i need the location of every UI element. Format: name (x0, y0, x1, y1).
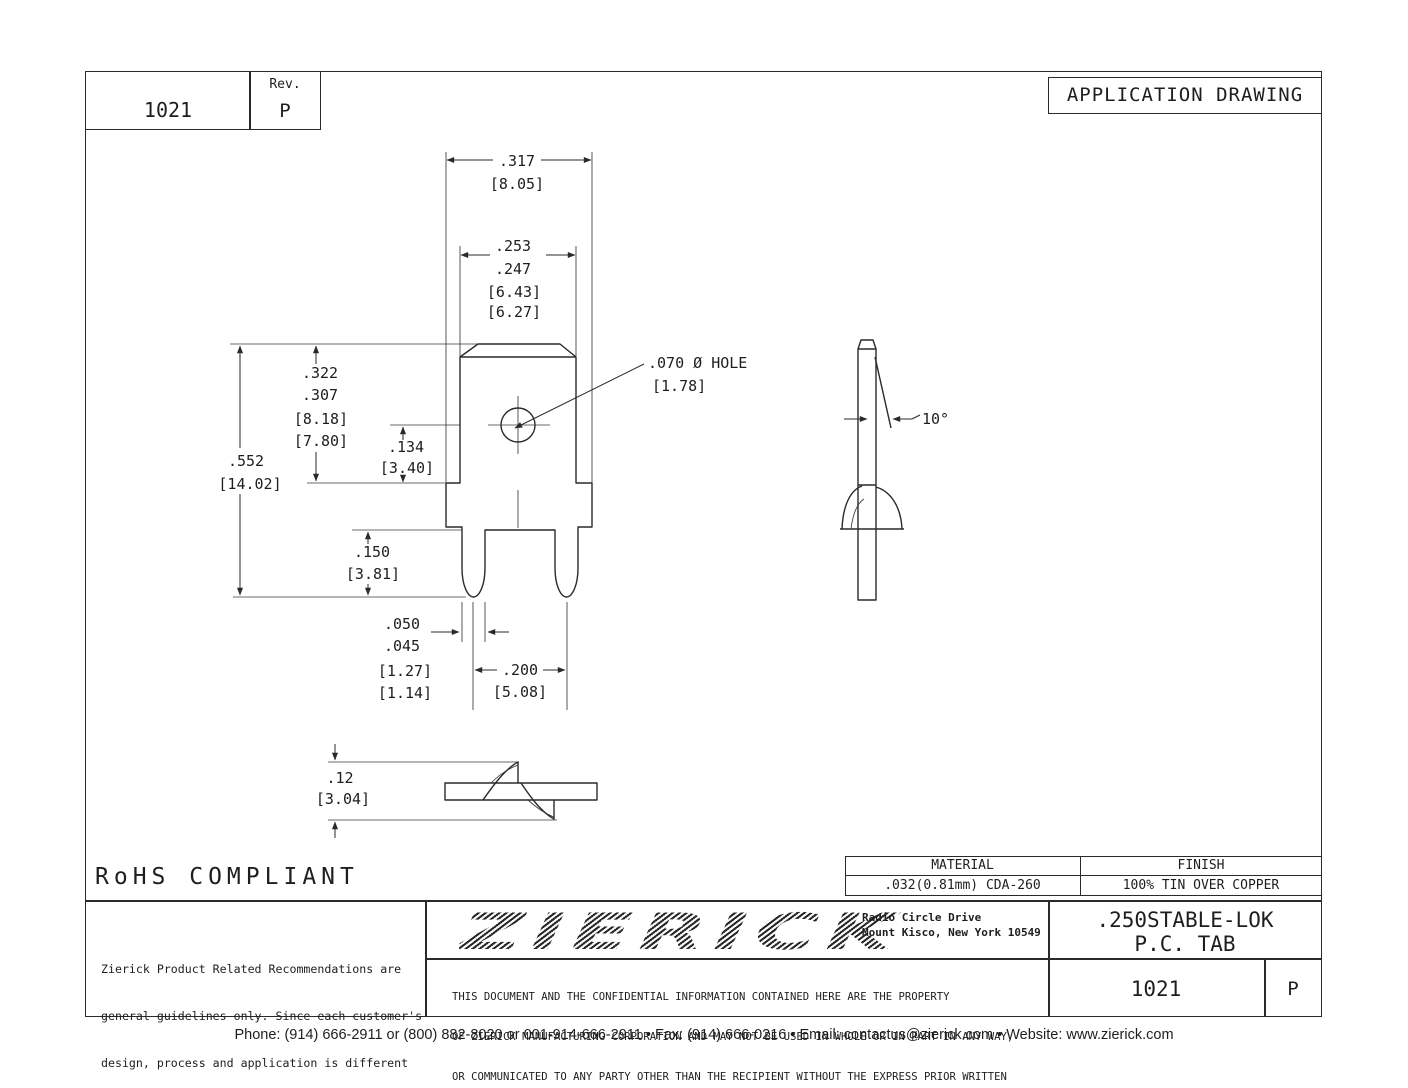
footer-contact-line: Phone: (914) 666-2911 or (800) 882-8020 … (234, 1027, 1174, 1043)
bend-angle: 10° (922, 410, 949, 428)
dim-253: .253 (495, 237, 531, 255)
dim-780mm: [7.80] (294, 432, 348, 450)
dim-322: .322 (302, 364, 338, 382)
table-row-divider (845, 875, 1322, 877)
table-col-divider (1080, 856, 1082, 896)
rev-box (249, 71, 321, 130)
finish-label: FINISH (1177, 858, 1225, 873)
dim-050: .050 (384, 615, 420, 633)
disclaimer-text: Zierick Product Related Recommendations … (101, 962, 423, 1070)
dim-1402mm: [14.02] (218, 475, 281, 493)
rev-value: P (279, 100, 291, 122)
dim-818mm: [8.18] (294, 410, 348, 428)
dim-317: .317 (499, 152, 535, 170)
material-label: MATERIAL (931, 858, 994, 873)
dim-381mm: [3.81] (346, 565, 400, 583)
drawing-number: 1021 (143, 98, 193, 122)
dimension-lines (236, 156, 921, 838)
hole-mm: [1.78] (652, 377, 706, 395)
zierick-logo: ZIERICK (457, 903, 906, 961)
dim-627mm: [6.27] (487, 303, 541, 321)
rev-label: Rev. (269, 77, 301, 92)
titleblock-hdivider (425, 958, 1322, 960)
bottom-view (444, 761, 598, 820)
dim-340mm: [3.40] (380, 459, 434, 477)
confidential-text: THIS DOCUMENT AND THE CONFIDENTIAL INFOR… (452, 990, 1014, 1084)
dim-805mm: [8.05] (490, 175, 544, 193)
drawing-number-box (85, 71, 251, 130)
part-rev: P (1287, 978, 1299, 1000)
hole-label: .070 Ø HOLE (648, 354, 747, 372)
dim-134: .134 (388, 438, 424, 456)
dim-114mm: [1.14] (378, 684, 432, 702)
dim-127mm: [1.27] (378, 662, 432, 680)
dim-150: .150 (354, 543, 390, 561)
dim-643mm: [6.43] (487, 283, 541, 301)
dim-247: .247 (495, 260, 531, 278)
material-value: .032(0.81mm) CDA-260 (884, 878, 1041, 893)
rohs-compliant-label: RoHS COMPLIANT (95, 864, 359, 890)
dim-307: .307 (302, 386, 338, 404)
titleblock-top-line (85, 900, 1322, 902)
dim-508mm: [5.08] (493, 683, 547, 701)
drawing-frame (85, 71, 1322, 1017)
part-name: .250STABLE-LOK P.C. TAB (1096, 908, 1274, 956)
doc-type-box (1048, 77, 1322, 114)
doc-type-title: APPLICATION DRAWING (1066, 84, 1304, 106)
dimension-text: .317 [8.05] .253 .247 [6.43] [6.27] .322… (218, 152, 949, 808)
company-address: Radio Circle Drive Mount Kisco, New York… (862, 911, 1041, 939)
extension-lines (230, 152, 593, 821)
titleblock-rev-divider (1264, 958, 1266, 1017)
dim-045: .045 (384, 637, 420, 655)
finish-value: 100% TIN OVER COPPER (1122, 878, 1280, 893)
dim-304mm: [3.04] (316, 790, 370, 808)
side-view (840, 339, 904, 601)
part-number: 1021 (1130, 977, 1182, 1001)
front-view (445, 343, 593, 598)
dim-552: .552 (228, 452, 264, 470)
dim-200: .200 (502, 661, 538, 679)
dim-12: .12 (326, 769, 353, 787)
